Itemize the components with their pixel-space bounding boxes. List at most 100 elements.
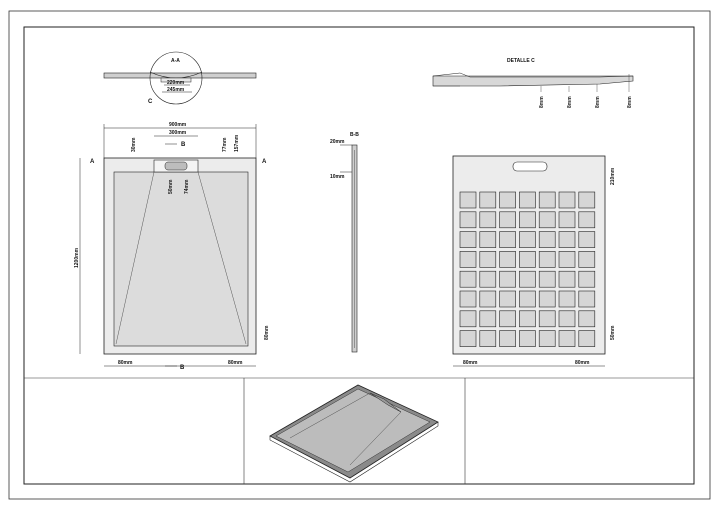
- underside-grid-cell: [558, 310, 576, 328]
- underside-grid-cell: [499, 251, 516, 268]
- detalle-c-dim-2: 8mm: [567, 96, 573, 108]
- plan-bottom-left-margin: 80mm: [118, 360, 133, 366]
- underside-grid-cell: [578, 270, 596, 288]
- section-bb-dim-1: 20mm: [330, 139, 345, 145]
- underside-grid-cell: [499, 270, 516, 288]
- underside-view: 210mm 50mm 80mm 80mm: [452, 155, 616, 367]
- underside-grid-cell: [499, 211, 516, 229]
- underside-grid-cell: [479, 290, 497, 308]
- underside-grid-cell: [558, 231, 576, 248]
- plan-width-total: 900mm: [169, 122, 187, 128]
- underside-grid-cell: [519, 231, 536, 248]
- underside-grid-cell: [558, 330, 576, 347]
- underside-grid-cell: [459, 211, 477, 229]
- plan-grate-depth-right: 77mm: [222, 137, 228, 152]
- underside-grid-cell: [558, 270, 576, 288]
- plan-grate-depth-inner2: 74mm: [184, 179, 190, 194]
- section-bb-title: B-B: [350, 132, 359, 138]
- underside-grid-cell: [519, 211, 536, 229]
- plan-view: 900mm 300mm 30mm 77mm 157mm 50mm 74mm B …: [74, 122, 270, 371]
- underside-grid-cell: [519, 310, 536, 328]
- underside-grid-cell: [578, 310, 596, 328]
- underside-grid-cell: [499, 330, 516, 347]
- underside-grid-cell: [459, 251, 477, 268]
- underside-grid-cell: [538, 330, 556, 347]
- detalle-c-title: DETALLE C: [507, 58, 535, 64]
- detalle-c-dim-1: 8mm: [539, 96, 545, 108]
- underside-grid-cell: [479, 251, 497, 268]
- detalle-c-dim-3: 8mm: [595, 96, 601, 108]
- underside-bottom-right: 80mm: [575, 360, 590, 366]
- section-aa-title: A-A: [171, 58, 180, 64]
- plan-bottom-right-height: 80mm: [264, 325, 270, 340]
- underside-grid-cell: [519, 251, 536, 268]
- underside-grid-cell: [459, 270, 477, 288]
- underside-grid-cell: [459, 191, 477, 209]
- underside-top-dim: 210mm: [610, 167, 616, 185]
- underside-grid-cell: [459, 231, 477, 248]
- underside-grid-cell: [499, 310, 516, 328]
- detalle-c-view: DETALLE C 8mm 8mm 8mm 8mm: [432, 58, 634, 108]
- section-aa-dim-2: 245mm: [167, 87, 185, 93]
- plan-width-grate: 300mm: [169, 130, 187, 136]
- section-b-bottom: B: [180, 365, 185, 371]
- plan-left-offset: 30mm: [131, 137, 137, 152]
- underside-grid-cell: [479, 211, 497, 229]
- section-aa-view: A-A 220mm 245mm C: [103, 51, 257, 105]
- underside-grid-cell: [558, 211, 576, 229]
- underside-grid-cell: [519, 330, 536, 347]
- underside-grid-cell: [578, 211, 596, 229]
- section-a-right: A: [262, 159, 267, 165]
- underside-handle: [512, 161, 548, 172]
- underside-right-bottom-dim: 50mm: [610, 325, 616, 340]
- underside-grid-cell: [558, 290, 576, 308]
- section-b-top: B: [181, 142, 186, 148]
- plan-bottom-right-margin: 80mm: [228, 360, 243, 366]
- underside-grid-cell: [558, 191, 576, 209]
- underside-grid-cell: [499, 290, 516, 308]
- underside-grid-cell: [479, 310, 497, 328]
- underside-grid-cell: [558, 251, 576, 268]
- underside-grid-cell: [479, 330, 497, 347]
- section-bb-dim-2: 10mm: [330, 174, 345, 180]
- underside-grid-cell: [499, 231, 516, 248]
- underside-grid-cell: [578, 251, 596, 268]
- underside-grid-cell: [578, 191, 596, 209]
- underside-grid-cell: [578, 330, 596, 347]
- underside-grid-cell: [499, 191, 516, 209]
- grate-drain: [164, 161, 188, 171]
- plan-length: 1200mm: [74, 247, 80, 268]
- underside-grid-cell: [538, 191, 556, 209]
- detail-c-ref: C: [148, 99, 153, 105]
- section-bb-view: B-B 20mm 10mm: [330, 132, 359, 353]
- underside-grid-cell: [479, 191, 497, 209]
- underside-grid: [459, 191, 596, 347]
- underside-grid-cell: [538, 231, 556, 248]
- outer-frame: [8, 10, 711, 500]
- underside-grid-cell: [459, 290, 477, 308]
- underside-grid-cell: [538, 290, 556, 308]
- underside-grid-cell: [538, 310, 556, 328]
- underside-grid-cell: [519, 191, 536, 209]
- underside-grid-cell: [538, 211, 556, 229]
- underside-grid-cell: [479, 231, 497, 248]
- detalle-c-dim-4: 8mm: [627, 96, 633, 108]
- underside-bottom-left: 80mm: [463, 360, 478, 366]
- underside-grid-cell: [479, 270, 497, 288]
- plan-grate-depth-inner: 50mm: [168, 179, 174, 194]
- plan-grate-depth-far: 157mm: [234, 134, 240, 152]
- section-aa-dim-1: 220mm: [167, 80, 185, 86]
- isometric-view: [269, 384, 439, 483]
- underside-grid-cell: [538, 251, 556, 268]
- inner-frame: [23, 26, 695, 485]
- section-a-left: A: [90, 159, 95, 165]
- underside-grid-cell: [459, 310, 477, 328]
- underside-grid-cell: [459, 330, 477, 347]
- underside-grid-cell: [578, 231, 596, 248]
- tray-inner: [113, 171, 249, 347]
- underside-grid-cell: [519, 290, 536, 308]
- underside-grid-cell: [538, 270, 556, 288]
- underside-grid-cell: [519, 270, 536, 288]
